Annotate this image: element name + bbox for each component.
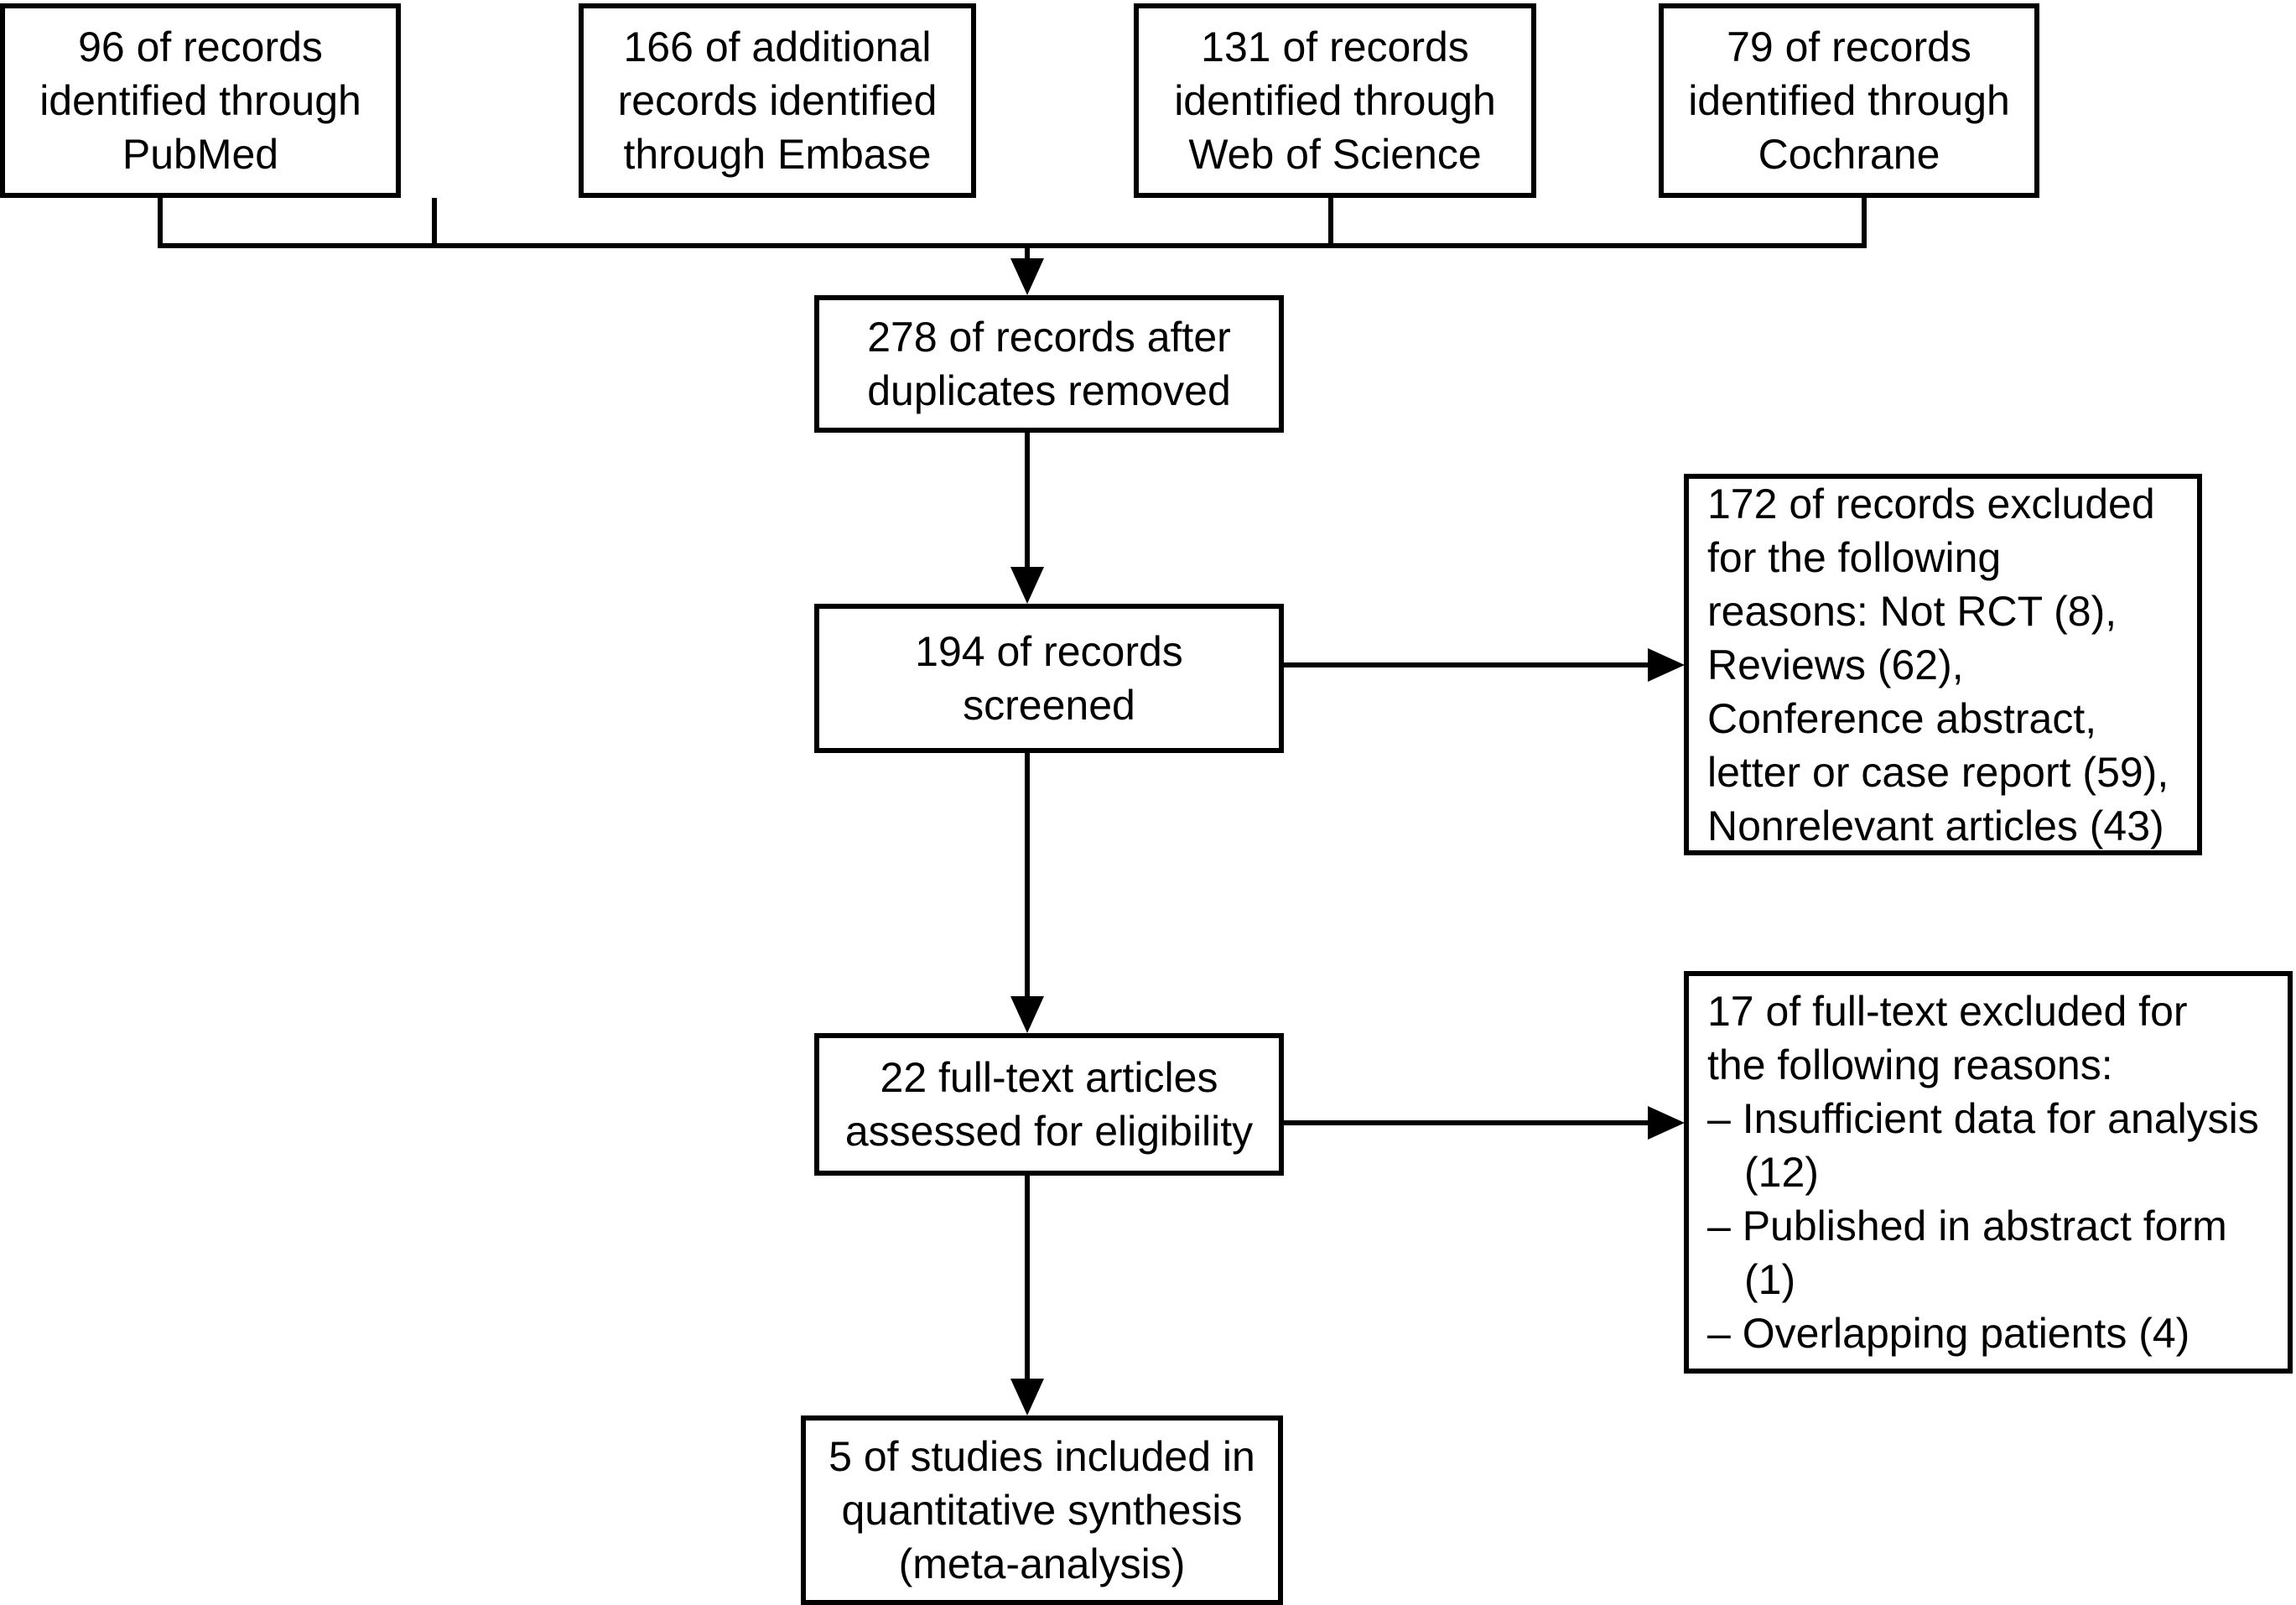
box-fulltext-excluded-heading: 17 of full-text excluded for the followi… — [1707, 988, 2188, 1088]
box-fulltext-excluded: 17 of full-text excluded for the followi… — [1684, 971, 2293, 1374]
box-records-cochrane-label: 79 of records identified through Cochran… — [1688, 23, 2010, 178]
box-records-screened: 194 of records screened — [814, 604, 1284, 753]
box-records-excluded-label: 172 of records excluded for the followin… — [1707, 480, 2169, 849]
connector-stub-pubmed — [158, 198, 163, 248]
arrow-bus-to-duplicates — [1010, 258, 1044, 295]
box-records-screened-label: 194 of records screened — [915, 628, 1183, 729]
box-records-pubmed-label: 96 of records identified through PubMed — [39, 23, 361, 178]
connector-screened-to-records-excluded — [1284, 662, 1653, 667]
box-fulltext-assessed: 22 full-text articles assessed for eligi… — [814, 1033, 1284, 1176]
connector-bus-horizontal — [158, 243, 1867, 248]
connector-bus-to-duplicates — [1025, 243, 1030, 263]
arrow-screened-to-records-excluded — [1648, 648, 1685, 682]
arrow-fulltext-to-included — [1010, 1379, 1044, 1415]
box-records-embase: 166 of additional records identified thr… — [579, 3, 976, 198]
box-records-after-duplicates-label: 278 of records after duplicates removed — [867, 314, 1231, 414]
box-records-embase-label: 166 of additional records identified thr… — [617, 23, 938, 178]
box-records-pubmed: 96 of records identified through PubMed — [0, 3, 401, 198]
connector-stub-web-of-science — [1328, 198, 1333, 248]
box-records-excluded: 172 of records excluded for the followin… — [1684, 474, 2202, 855]
box-studies-included: 5 of studies included in quantitative sy… — [801, 1415, 1283, 1605]
connector-stub-embase — [432, 198, 437, 248]
box-records-after-duplicates: 278 of records after duplicates removed — [814, 295, 1284, 433]
connector-fulltext-to-fulltext-excluded — [1284, 1120, 1653, 1125]
box-studies-included-label: 5 of studies included in quantitative sy… — [829, 1433, 1255, 1587]
connector-screened-to-fulltext — [1025, 753, 1030, 1003]
connector-fulltext-to-included — [1025, 1176, 1030, 1385]
box-fulltext-excluded-item-2: – Overlapping patients (4) — [1707, 1310, 2190, 1357]
box-records-web-of-science-label: 131 of records identified through Web of… — [1174, 23, 1496, 178]
box-records-web-of-science: 131 of records identified through Web of… — [1134, 3, 1536, 198]
box-records-cochrane: 79 of records identified through Cochran… — [1659, 3, 2039, 198]
arrow-fulltext-to-fulltext-excluded — [1648, 1106, 1685, 1140]
box-fulltext-excluded-item-1: – Published in abstract form (1) — [1707, 1202, 2227, 1303]
arrow-duplicates-to-screened — [1010, 567, 1044, 604]
box-fulltext-excluded-item-0: – Insufficient data for analysis (12) — [1707, 1095, 2259, 1196]
connector-duplicates-to-screened — [1025, 433, 1030, 575]
connector-stub-cochrane — [1862, 198, 1867, 248]
arrow-screened-to-fulltext — [1010, 996, 1044, 1033]
box-fulltext-assessed-label: 22 full-text articles assessed for eligi… — [844, 1054, 1254, 1155]
